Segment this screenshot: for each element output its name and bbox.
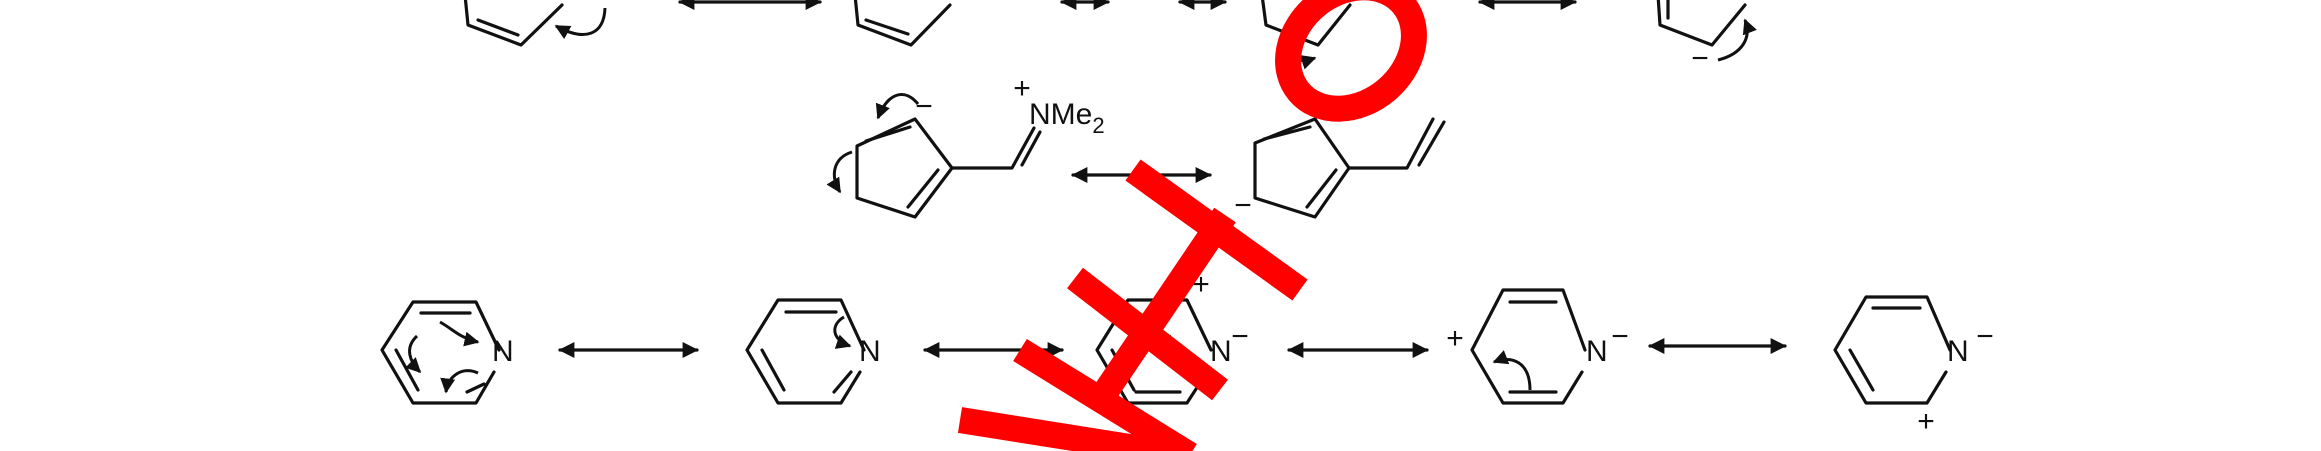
nitrogen-minus-charge: −: [1611, 320, 1629, 353]
nitrogen-label: N: [1586, 335, 1608, 368]
carbon-plus-charge: +: [1917, 405, 1935, 438]
bottom-row: N N N − +: [380, 268, 1994, 438]
nme2-label: NMe2: [1029, 98, 1105, 138]
middle-row: NMe2 + − −: [826, 72, 1446, 222]
curly-arrow: [826, 150, 853, 194]
curly-arrow: [875, 93, 920, 120]
pyridine-1: N: [380, 300, 514, 405]
nitrogen-label: N: [1210, 335, 1232, 368]
carbon-plus-charge: +: [1446, 322, 1464, 355]
pyridine-5: N − +: [1833, 295, 1994, 438]
top-ring-4: −: [1656, 0, 1757, 75]
nitrogen-minus-charge: −: [1231, 320, 1249, 353]
iminium-plus-charge: +: [1013, 72, 1031, 105]
pyridine-2: N: [745, 298, 881, 405]
top-row: −: [463, 0, 1757, 75]
ring-minus-charge: −: [1234, 189, 1252, 222]
nitrogen-label: N: [1947, 335, 1969, 368]
ring-minus-charge: −: [915, 90, 933, 123]
watermark-logo: [957, 0, 1427, 451]
pyridine-4: N − +: [1446, 288, 1629, 405]
fulvene-anion: −: [1234, 117, 1446, 222]
nitrogen-label: N: [859, 335, 881, 368]
nitrogen-label: N: [492, 335, 514, 368]
nitrogen-minus-charge: −: [1976, 320, 1994, 353]
fulvene-iminium: NMe2 + −: [826, 72, 1105, 219]
top-minus-charge: −: [1691, 42, 1709, 75]
top-ring-1: [463, 0, 607, 47]
top-ring-2: [853, 0, 952, 47]
